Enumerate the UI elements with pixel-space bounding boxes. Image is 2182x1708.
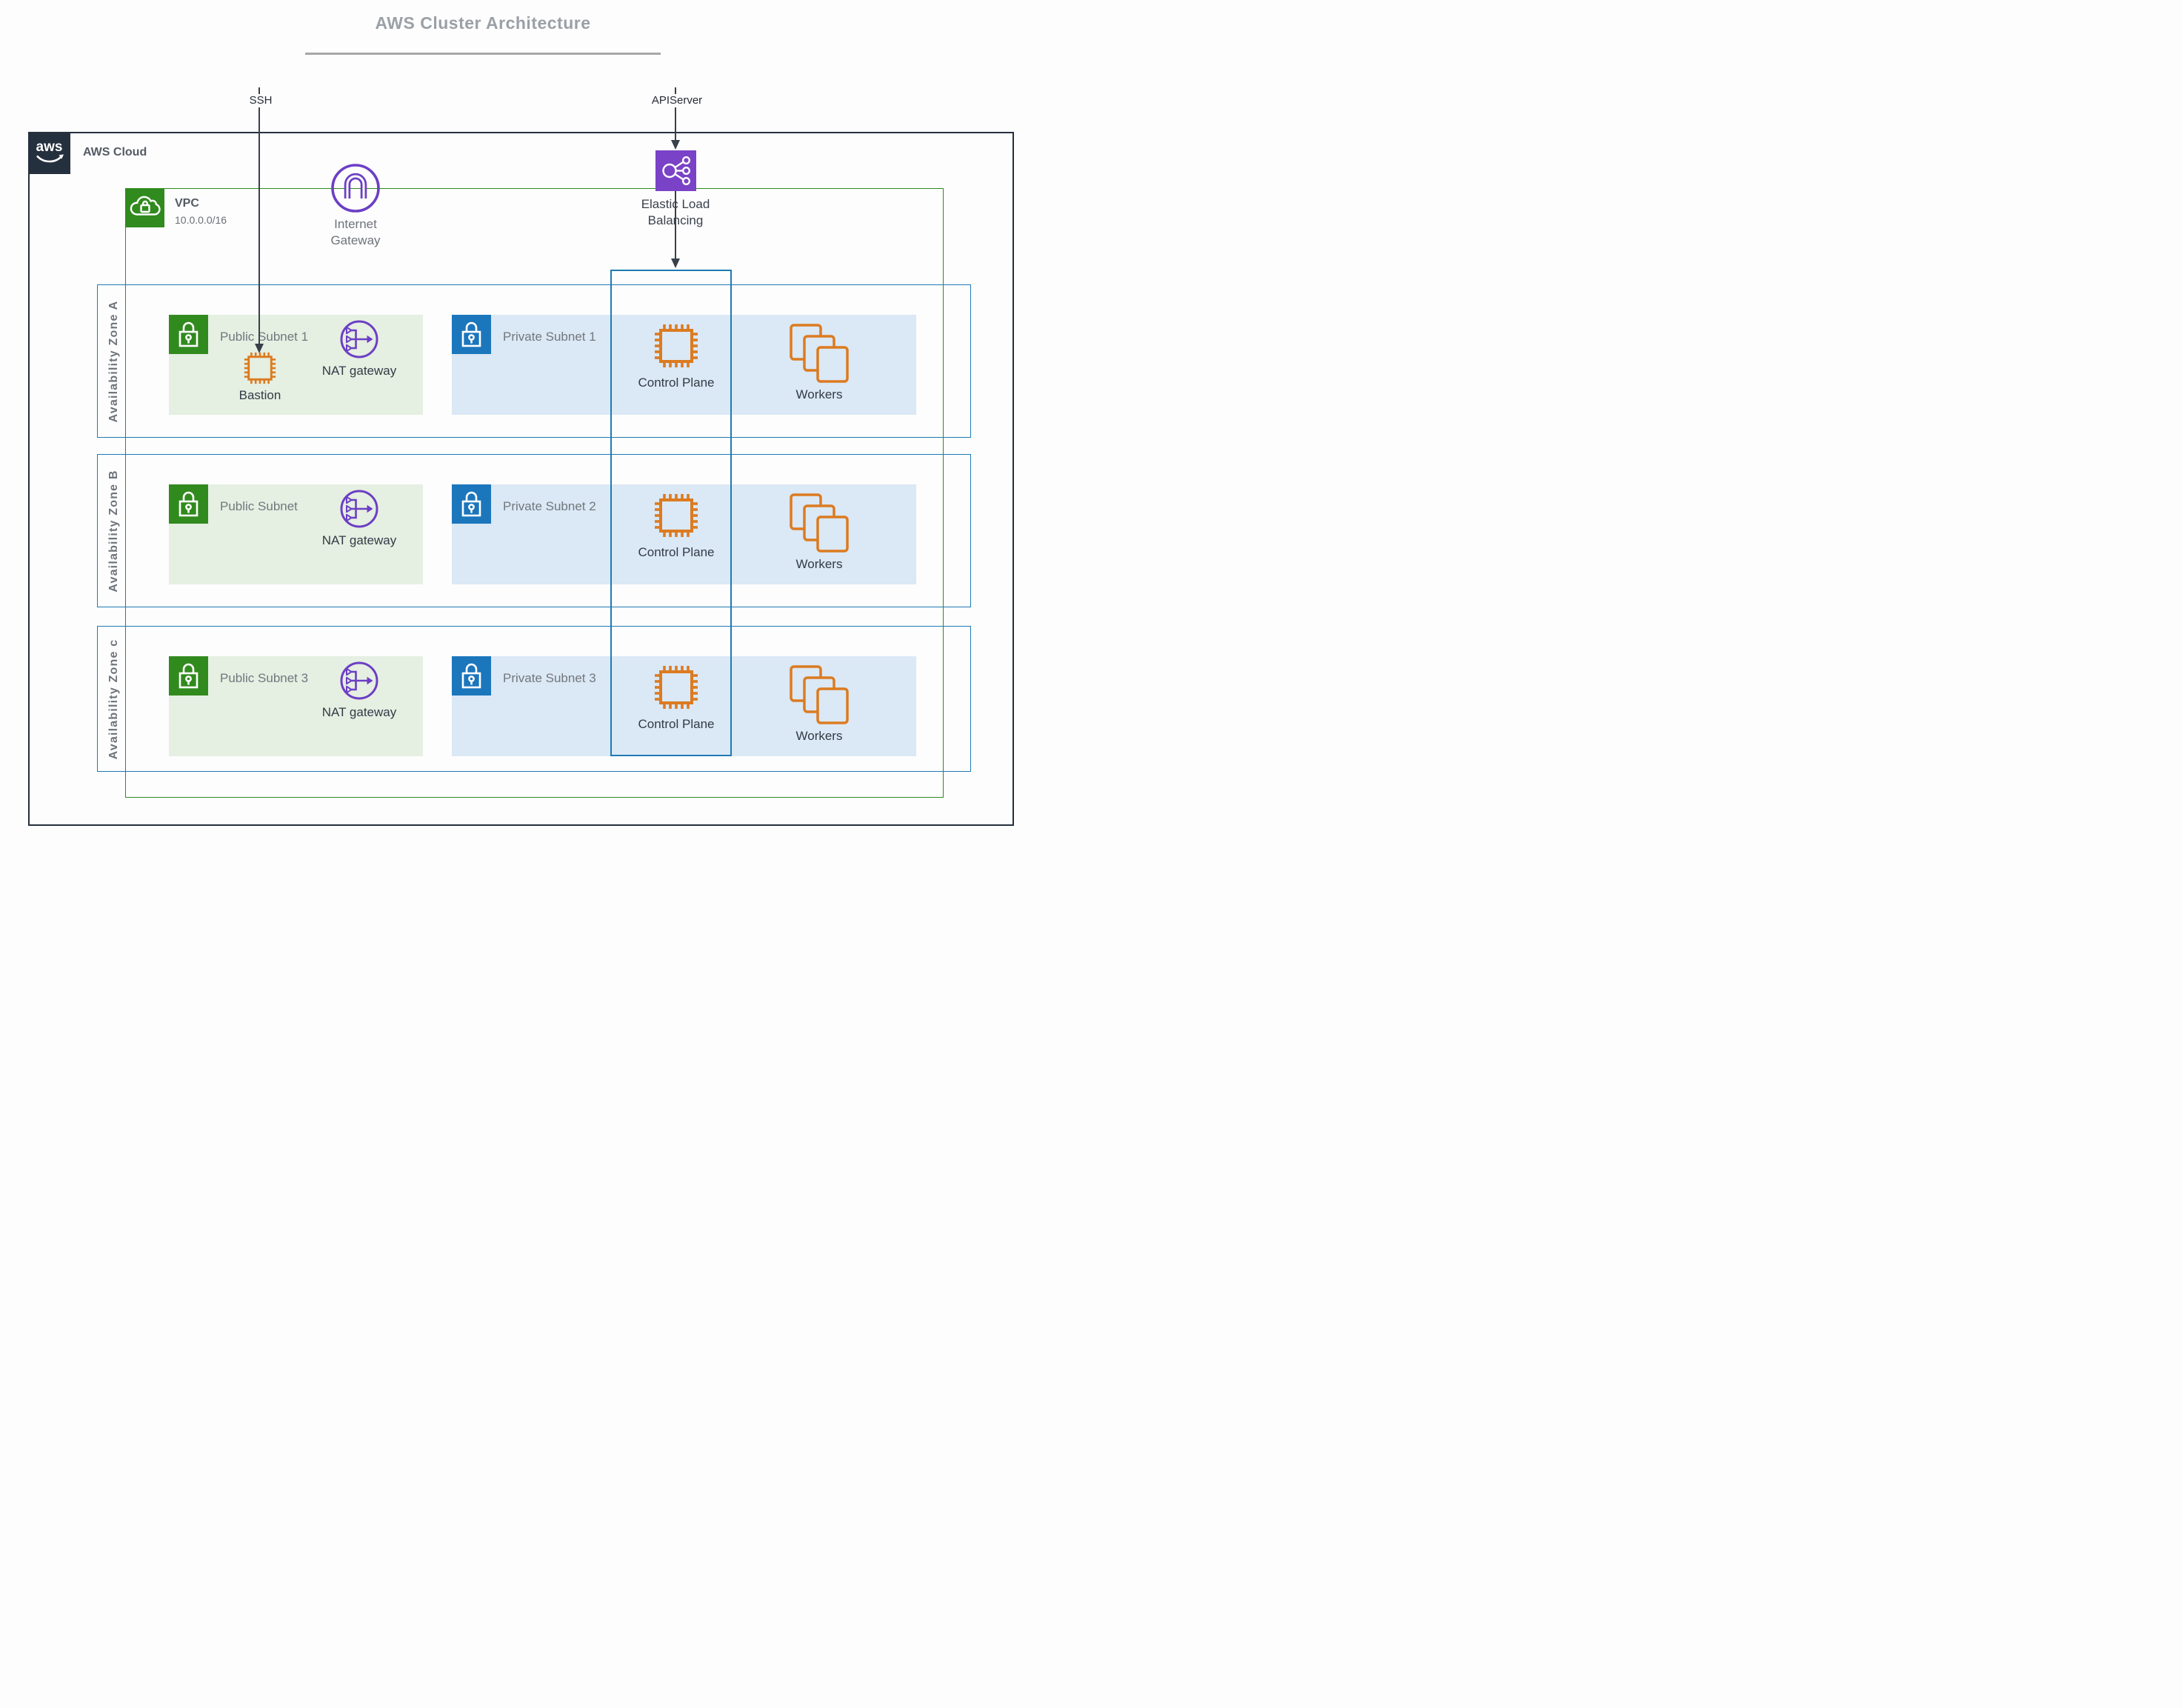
private-subnet-1-label: Private Subnet 1 [503,330,596,344]
vpc-icon [125,188,164,227]
public-subnet-1: Public Subnet 1 NAT gateway Bastion [169,315,423,415]
workers-icon [790,324,849,383]
workers-label: Workers [795,729,843,743]
nat-gateway-icon [339,319,379,359]
elb-to-controlplane-arrowhead-icon [670,258,680,268]
public-subnet-lock-icon [169,484,208,524]
bastion-label: Bastion [238,388,281,402]
apiserver-arrow-line [675,107,676,141]
availability-zone-a: Availability Zone A Public Subnet 1 NAT … [97,284,971,438]
private-subnet-2: Private Subnet 2 Control Plane Workers [452,484,916,584]
internet-gateway-icon [329,161,382,215]
private-subnet-lock-icon [452,315,491,354]
nat-gateway-label: NAT gateway [321,705,397,719]
nat-gateway-icon [339,661,379,701]
ssh-label: SSH [242,94,279,107]
availability-zone-b-label: Availability Zone B [107,469,120,593]
elastic-load-balancing-label: Elastic Load Balancing [641,197,710,228]
public-subnet-1-label: Public Subnet 1 [220,330,309,344]
workers-label: Workers [795,387,843,401]
workers-label: Workers [795,557,843,571]
public-subnet-2-label: Public Subnet [220,499,298,513]
public-subnet-3-label: Public Subnet 3 [220,671,309,685]
private-subnet-lock-icon [452,484,491,524]
private-subnet-lock-icon [452,656,491,695]
control-plane-label: Control Plane [638,376,715,390]
public-subnet-3: Public Subnet 3 NAT gateway [169,656,423,756]
nat-gateway-label: NAT gateway [321,364,397,378]
ssh-arrow [258,87,260,94]
bastion-chip-icon [242,350,278,386]
elastic-load-balancing-icon [655,150,696,191]
apiserver-label: APIServer [643,94,711,107]
availability-zone-c: Availability Zone c Public Subnet 3 NAT … [97,626,971,772]
availability-zone-b: Availability Zone B Public Subnet NAT ga… [97,454,971,607]
public-subnet-2: Public Subnet NAT gateway [169,484,423,584]
apiserver-arrowhead-icon [670,140,680,150]
apiserver-arrow [675,87,676,94]
control-plane-boundary-box [610,270,732,756]
public-subnet-lock-icon [169,656,208,695]
control-plane-label: Control Plane [638,545,715,559]
control-plane-label: Control Plane [638,717,715,731]
workers-icon [790,665,849,724]
vpc-cidr: 10.0.0.0/16 [175,214,227,226]
public-subnet-lock-icon [169,315,208,354]
private-subnet-2-label: Private Subnet 2 [503,499,596,513]
private-subnet-1: Private Subnet 1 Control Plane Workers [452,315,916,415]
ssh-arrowhead-icon [254,344,264,353]
aws-logo-icon [28,132,70,174]
aws-architecture-diagram: AWS Cluster Architecture AWS Cloud VPC 1… [0,0,1091,854]
page-title: AWS Cluster Architecture [375,13,591,33]
ssh-arrow-line [258,107,260,345]
nat-gateway-icon [339,489,379,529]
vpc-label: VPC [175,197,199,210]
private-subnet-3-label: Private Subnet 3 [503,671,596,685]
vpc-boundary [125,188,944,798]
nat-gateway-label: NAT gateway [321,533,397,547]
availability-zone-a-label: Availability Zone A [107,300,120,422]
availability-zone-c-label: Availability Zone c [107,638,120,759]
aws-cloud-boundary [28,132,1014,826]
workers-icon [790,493,849,553]
internet-gateway-label: Internet Gateway [330,217,381,248]
aws-cloud-label: AWS Cloud [83,146,147,159]
elb-to-controlplane-line [675,191,676,259]
title-underline [305,53,661,55]
private-subnet-3: Private Subnet 3 Control Plane Workers [452,656,916,756]
